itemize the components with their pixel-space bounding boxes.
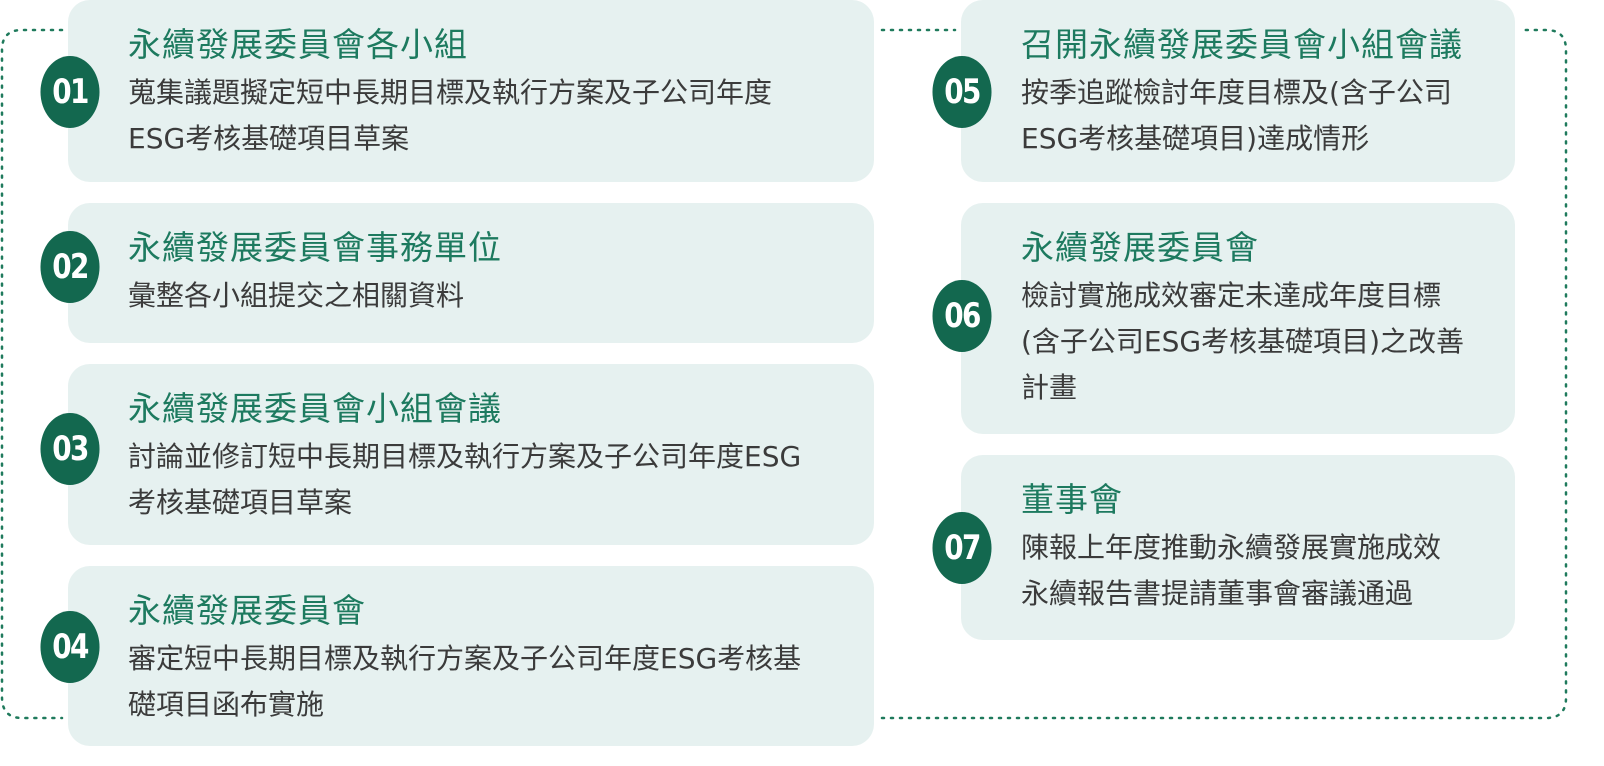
step-card-01: 永續發展委員會各小組 蒐集議題擬定短中長期目標及執行方案及子公司年度 ESG考核… <box>68 0 874 182</box>
step-description-line: 討論並修訂短中長期目標及執行方案及子公司年度ESG <box>128 440 802 473</box>
step-card-07: 董事會 陳報上年度推動永續發展實施成效 永續報告書提請董事會審議通過 <box>961 455 1515 640</box>
step-description: 蒐集議題擬定短中長期目標及執行方案及子公司年度 ESG考核基礎項目草案 <box>128 70 848 162</box>
step-description-line: 考核基礎項目草案 <box>128 486 353 519</box>
step-description: 檢討實施成效審定未達成年度目標 (含子公司ESG考核基礎項目)之改善 計畫 <box>1021 273 1489 411</box>
step-description-line: ESG考核基礎項目草案 <box>128 122 410 155</box>
step-title: 永續發展委員會小組會議 <box>128 389 502 428</box>
step-number-badge-01: 01 <box>40 56 100 128</box>
step-description-line: ESG考核基礎項目)達成情形 <box>1021 122 1370 155</box>
step-description-line: 計畫 <box>1021 371 1078 404</box>
step-card-05: 召開永續發展委員會小組會議 按季追蹤檢討年度目標及(含子公司 ESG考核基礎項目… <box>961 0 1515 182</box>
step-description: 按季追蹤檢討年度目標及(含子公司 ESG考核基礎項目)達成情形 <box>1021 70 1489 162</box>
step-description-line: 陳報上年度推動永續發展實施成效 <box>1021 531 1442 564</box>
step-title: 永續發展委員會各小組 <box>128 25 468 64</box>
step-number-badge-02: 02 <box>40 231 100 303</box>
step-description-line: 按季追蹤檢討年度目標及(含子公司 <box>1021 76 1452 109</box>
step-description-line: 審定短中長期目標及執行方案及子公司年度ESG考核基 <box>128 642 802 675</box>
step-description-line: 蒐集議題擬定短中長期目標及執行方案及子公司年度 <box>128 76 773 109</box>
step-description-line: 檢討實施成效審定未達成年度目標 <box>1021 279 1442 312</box>
step-title: 召開永續發展委員會小組會議 <box>1021 25 1463 64</box>
step-title: 董事會 <box>1021 480 1123 519</box>
step-card-02: 永續發展委員會事務單位 彙整各小組提交之相關資料 <box>68 203 874 343</box>
step-description: 討論並修訂短中長期目標及執行方案及子公司年度ESG 考核基礎項目草案 <box>128 434 848 526</box>
step-title: 永續發展委員會事務單位 <box>128 228 502 267</box>
step-number-badge-04: 04 <box>40 611 100 683</box>
step-description-line: 礎項目函布實施 <box>128 688 325 721</box>
step-card-06: 永續發展委員會 檢討實施成效審定未達成年度目標 (含子公司ESG考核基礎項目)之… <box>961 203 1515 434</box>
step-title: 永續發展委員會 <box>1021 228 1259 267</box>
step-card-04: 永續發展委員會 審定短中長期目標及執行方案及子公司年度ESG考核基 礎項目函布實… <box>68 566 874 746</box>
step-card-03: 永續發展委員會小組會議 討論並修訂短中長期目標及執行方案及子公司年度ESG 考核… <box>68 364 874 545</box>
step-description: 彙整各小組提交之相關資料 <box>128 273 848 319</box>
step-number-badge-03: 03 <box>40 413 100 485</box>
step-description-line: 永續報告書提請董事會審議通過 <box>1021 577 1414 610</box>
step-description: 審定短中長期目標及執行方案及子公司年度ESG考核基 礎項目函布實施 <box>128 636 848 728</box>
step-number-badge-05: 05 <box>932 56 992 128</box>
step-description-line: 彙整各小組提交之相關資料 <box>128 279 465 312</box>
step-number-badge-07: 07 <box>932 512 992 584</box>
step-title: 永續發展委員會 <box>128 591 366 630</box>
step-description: 陳報上年度推動永續發展實施成效 永續報告書提請董事會審議通過 <box>1021 525 1489 617</box>
step-number-badge-06: 06 <box>932 280 992 352</box>
step-description-line: (含子公司ESG考核基礎項目)之改善 <box>1021 325 1465 358</box>
